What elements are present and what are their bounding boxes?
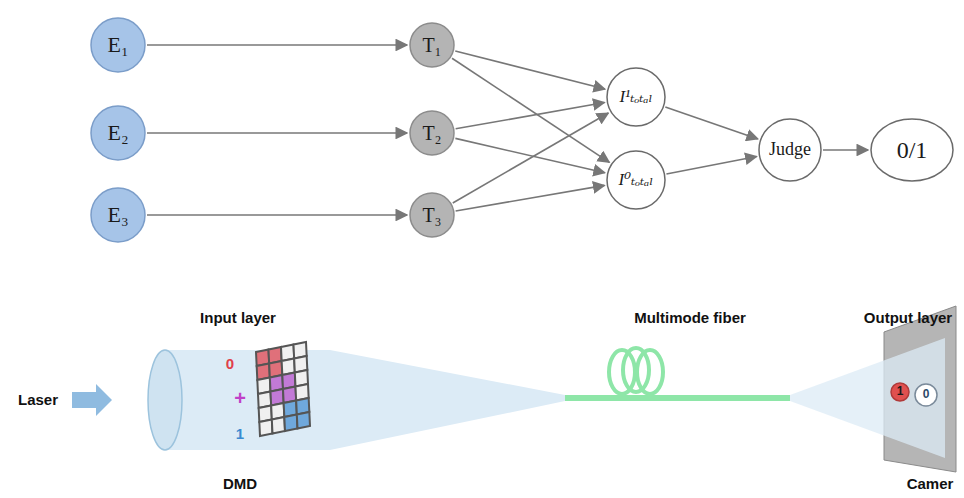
fiber-coil	[609, 348, 663, 394]
input-neuron: E₃	[90, 187, 146, 243]
node-text-group: T₂	[422, 122, 441, 144]
node-shape	[607, 68, 665, 126]
transmission-neuron: T₃	[409, 192, 455, 238]
intensity-sum: I¹ₜₒₜₐₗ	[606, 67, 666, 127]
connector-arrow	[456, 185, 605, 211]
connector-arrow	[147, 214, 407, 216]
node-label: 0/1	[897, 137, 928, 163]
collimated-beam	[165, 350, 565, 450]
dmd-cell	[259, 420, 272, 437]
node-text-group: 0/1	[897, 137, 928, 163]
node-label: T₃	[422, 204, 441, 226]
node-label: Judge	[769, 140, 811, 160]
node-text-group: 1	[897, 385, 904, 398]
component-title: Multimode fiber	[634, 310, 746, 327]
dmd-cell	[297, 412, 310, 429]
layer-title: Output layer	[864, 310, 952, 327]
node-text-group: E₂	[107, 121, 128, 145]
transmission-neuron: T₂	[409, 110, 455, 156]
node-text-group: 0	[923, 388, 930, 401]
dmd-cell	[272, 417, 285, 434]
node-shape	[891, 383, 909, 401]
node-label: I¹ₜₒₜₐₗ	[619, 88, 652, 107]
node-label: I⁰ₜₒₜₐₗ	[619, 171, 654, 190]
connector-arrow	[666, 157, 756, 175]
source-label: Laser	[18, 392, 58, 409]
judge-node: Judge	[758, 118, 822, 182]
output-node: 0/1	[870, 118, 954, 182]
component-title: Camer	[907, 476, 954, 493]
output-beam	[790, 338, 945, 458]
dmd-grid	[256, 342, 310, 436]
connector-arrow	[823, 149, 868, 151]
node-shape	[410, 111, 454, 155]
transmission-neuron: T₁	[409, 22, 455, 68]
output-spot: 0	[914, 383, 938, 407]
connector-arrow	[147, 132, 407, 134]
connector-arrow	[452, 58, 609, 162]
node-label: 0	[923, 388, 930, 401]
dmd-cell	[284, 415, 297, 432]
node-shape	[410, 193, 454, 237]
node-shape	[915, 384, 937, 406]
layer-title: Input layer	[200, 310, 276, 327]
node-shape	[607, 151, 665, 209]
node-text-group: E₁	[107, 33, 128, 57]
connector-arrow	[147, 44, 407, 46]
node-text-group: E₃	[107, 203, 128, 227]
lens	[148, 350, 182, 450]
node-text-group: T₃	[422, 204, 441, 226]
intensity-sum: I⁰ₜₒₜₐₗ	[606, 150, 666, 210]
input-neuron: E₂	[90, 105, 146, 161]
component-title: DMD	[223, 476, 257, 493]
node-text-group: I⁰ₜₒₜₐₗ	[619, 171, 654, 190]
node-label: E₂	[107, 121, 128, 145]
node-text-group: Judge	[769, 140, 811, 160]
connector-arrow	[456, 103, 605, 129]
node-shape	[91, 106, 145, 160]
output-spot: 1	[890, 382, 910, 402]
node-label: E₁	[107, 33, 128, 57]
node-text-group: T₁	[422, 34, 441, 56]
laser-arrow	[72, 384, 112, 416]
node-text-group: I¹ₜₒₜₐₗ	[619, 88, 652, 107]
class-marker: 1	[236, 426, 244, 443]
node-shape	[759, 119, 821, 181]
node-label: T₁	[422, 34, 441, 56]
node-shape	[91, 188, 145, 242]
connector-arrow	[455, 51, 605, 89]
node-label: 1	[897, 385, 904, 398]
input-neuron: E₁	[90, 17, 146, 73]
node-label: E₃	[107, 203, 128, 227]
node-shape	[410, 23, 454, 67]
class-marker: +	[234, 387, 246, 409]
class-marker: 0	[226, 356, 234, 373]
node-shape	[871, 119, 953, 181]
connector-arrow	[665, 107, 758, 139]
connector-arrow	[455, 138, 604, 172]
node-label: T₂	[422, 122, 441, 144]
multimode-fiber	[565, 395, 790, 401]
node-shape	[91, 18, 145, 72]
